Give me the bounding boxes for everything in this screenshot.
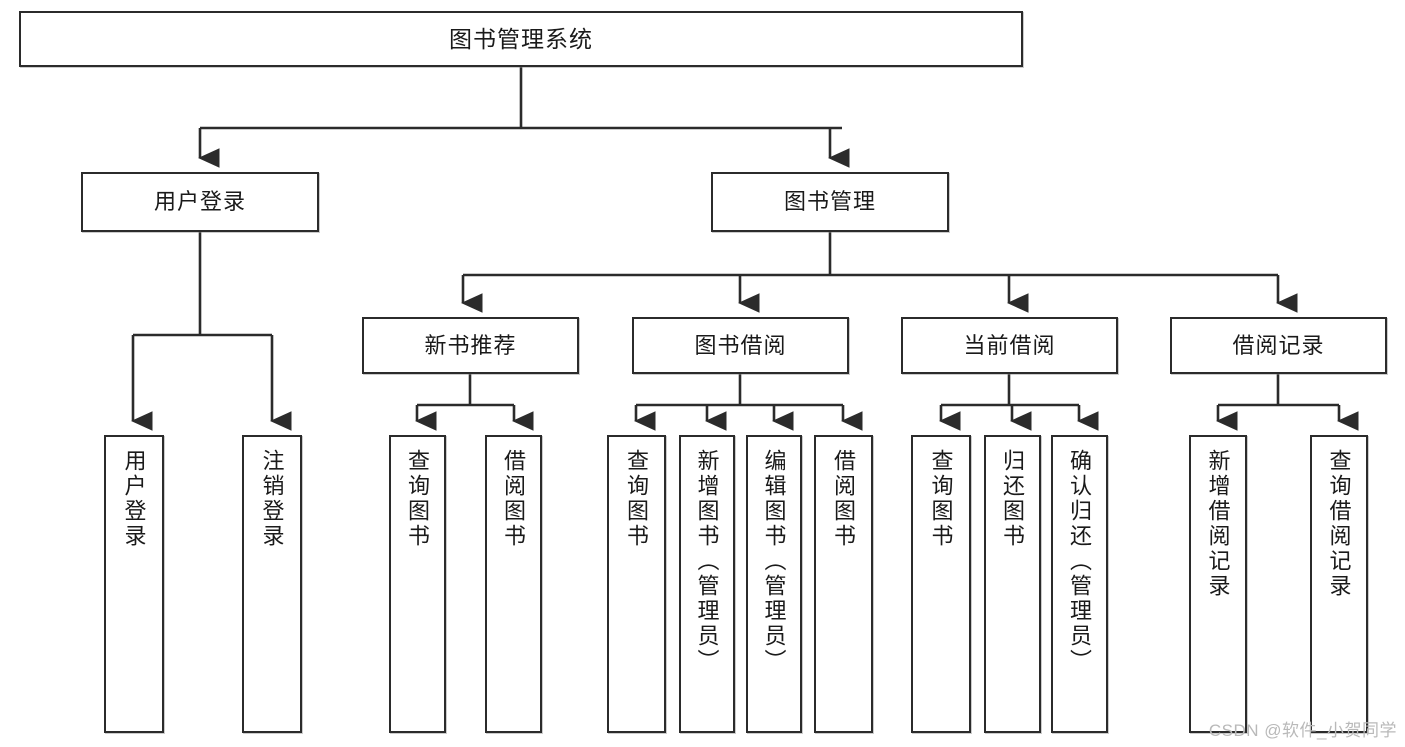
node-label: 归还图书 — [1000, 449, 1026, 549]
leaf-node[interactable]: 查询图书 — [389, 435, 446, 733]
leaf-node[interactable]: 归还图书 — [984, 435, 1041, 733]
node-label: 借阅图书 — [831, 449, 857, 549]
leaf-node[interactable]: 确认归还（管理员） — [1051, 435, 1108, 733]
node-borrow-records[interactable]: 借阅记录 — [1170, 317, 1387, 374]
node-label: 查询图书 — [405, 449, 431, 549]
node-label: 图书管理系统 — [449, 25, 593, 52]
node-label: 新书推荐 — [424, 332, 517, 358]
node-book-management[interactable]: 图书管理 — [711, 172, 949, 232]
node-book-borrow[interactable]: 图书借阅 — [632, 317, 849, 374]
node-label: 确认归还（管理员） — [1067, 449, 1093, 674]
node-label: 借阅记录 — [1232, 332, 1325, 358]
node-label: 当前借阅 — [963, 332, 1056, 358]
node-label: 注销登录 — [259, 449, 285, 549]
leaf-node[interactable]: 新增借阅记录 — [1189, 435, 1247, 733]
leaf-node[interactable]: 借阅图书 — [485, 435, 542, 733]
leaf-node[interactable]: 编辑图书（管理员） — [746, 435, 802, 733]
node-user-login[interactable]: 用户登录 — [81, 172, 319, 232]
node-label: 借阅图书 — [501, 449, 527, 549]
node-root[interactable]: 图书管理系统 — [19, 11, 1023, 67]
csdn-watermark: CSDN @软件_小贺同学 — [1208, 721, 1397, 740]
node-new-book-recommend[interactable]: 新书推荐 — [362, 317, 579, 374]
node-label: 新增图书（管理员） — [694, 449, 720, 674]
node-label: 用户登录 — [121, 449, 147, 549]
node-label: 图书借阅 — [694, 332, 787, 358]
node-label: 用户登录 — [153, 189, 246, 215]
leaf-node[interactable]: 用户登录 — [104, 435, 164, 733]
leaf-node[interactable]: 注销登录 — [242, 435, 302, 733]
node-label: 查询图书 — [928, 449, 954, 549]
leaf-node[interactable]: 新增图书（管理员） — [679, 435, 735, 733]
leaf-node[interactable]: 借阅图书 — [814, 435, 873, 733]
node-label: 查询图书 — [624, 449, 650, 549]
node-label: 查询借阅记录 — [1326, 449, 1352, 599]
node-label: 编辑图书（管理员） — [761, 449, 787, 674]
leaf-node[interactable]: 查询图书 — [911, 435, 971, 733]
node-label: 图书管理 — [783, 189, 876, 215]
node-current-borrow[interactable]: 当前借阅 — [901, 317, 1118, 374]
node-label: 新增借阅记录 — [1205, 449, 1231, 599]
leaf-node[interactable]: 查询借阅记录 — [1310, 435, 1368, 733]
leaf-node[interactable]: 查询图书 — [607, 435, 666, 733]
